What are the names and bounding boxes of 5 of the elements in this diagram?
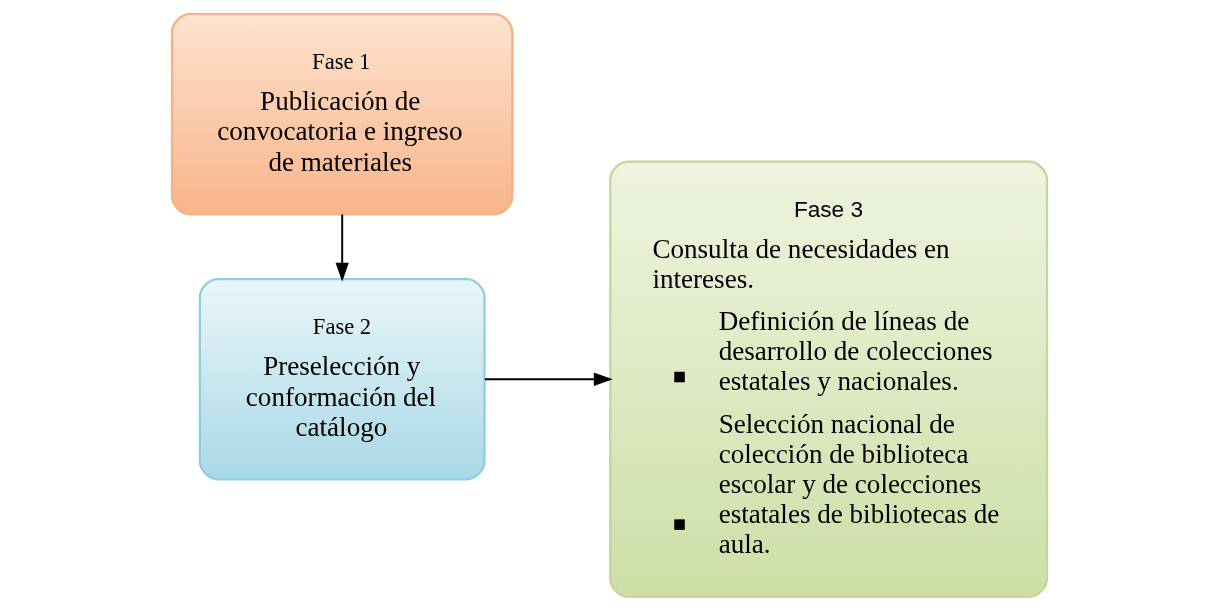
node-box: Fase 3 Consulta de necesidades en intereses. Definición de líneas de desarrollo de colecciones estatales y nacionales. Selección nacional de colección de biblioteca escolar y de colecciones estatales de bibliotecas de aula. — [608, 160, 1048, 599]
arrow — [483, 372, 613, 386]
node-box: Fase 1 Publicación de convocatoria e ingreso de materiales — [170, 12, 513, 216]
arrow — [335, 213, 349, 282]
node-box: Fase 2 Preselección y conformación del catálogo — [198, 278, 486, 481]
